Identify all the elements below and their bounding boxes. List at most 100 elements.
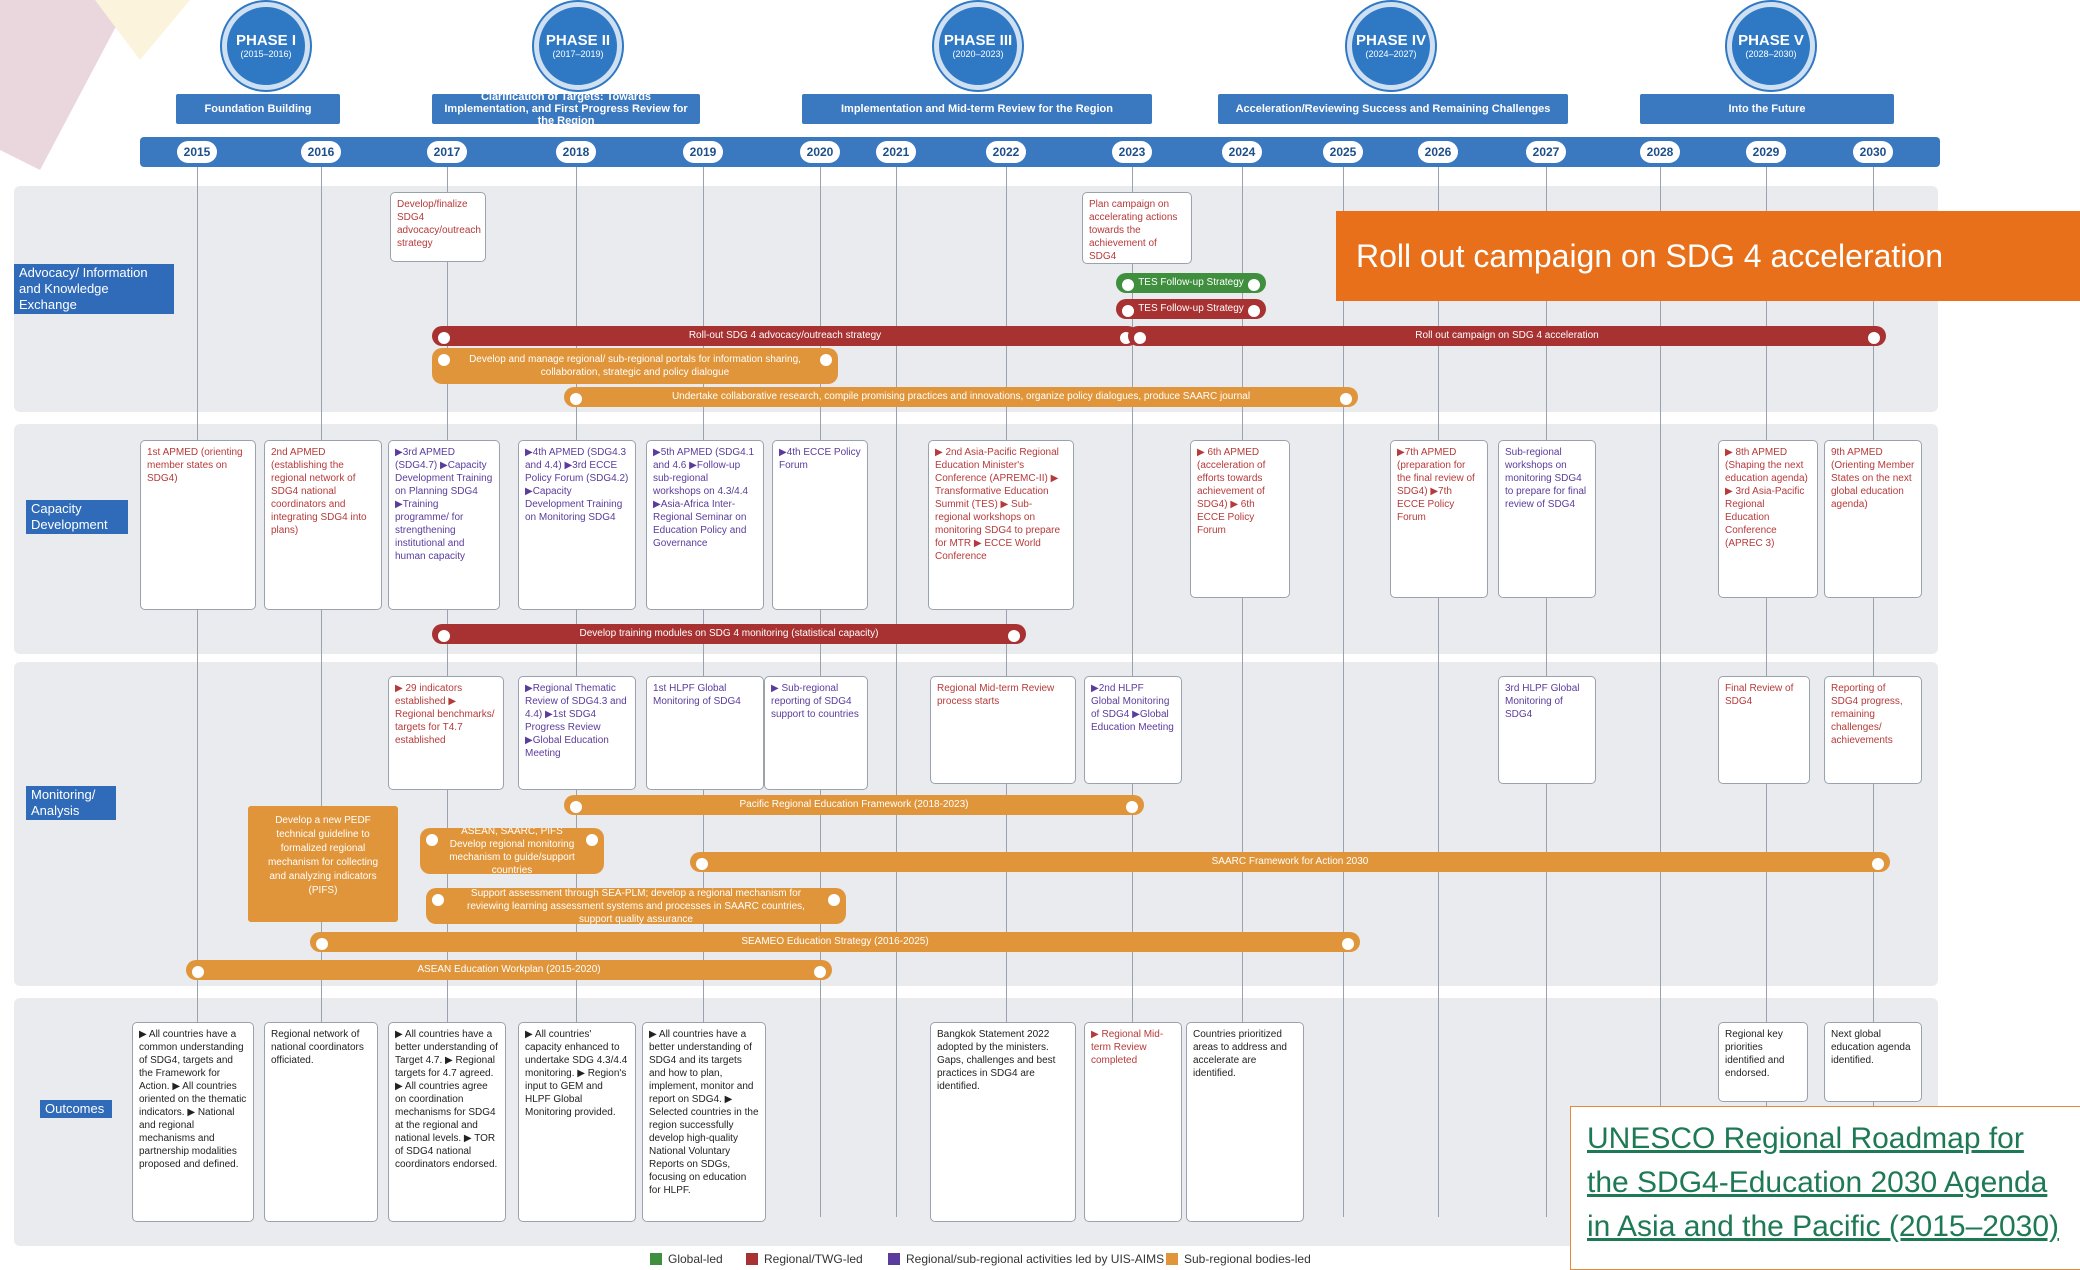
year-2025: 2025 bbox=[1323, 141, 1363, 163]
year-2016: 2016 bbox=[301, 141, 341, 163]
outcome-box-2030: Next global education agenda identified. bbox=[1824, 1022, 1922, 1102]
bar-saarc-framework: SAARC Framework for Action 2030 bbox=[690, 852, 1890, 872]
bar-endpoint-dot bbox=[430, 892, 446, 908]
bar-research: Undertake collaborative research, compil… bbox=[564, 387, 1358, 407]
outcome-box-2029: Regional key priorities identified and e… bbox=[1718, 1022, 1808, 1102]
monitoring-box-2022: Regional Mid-term Review process starts bbox=[930, 676, 1076, 784]
monitoring-box-2019: 1st HLPF Global Monitoring of SDG4 bbox=[646, 676, 764, 790]
year-2030: 2030 bbox=[1853, 141, 1893, 163]
legend-uis: Regional/sub-regional activities led by … bbox=[888, 1252, 1164, 1266]
phase-banner: Clarification of Targets: Towards Implem… bbox=[432, 91, 700, 127]
bar-endpoint-dot bbox=[568, 391, 584, 407]
year-2023: 2023 bbox=[1112, 141, 1152, 163]
year-2028: 2028 bbox=[1640, 141, 1680, 163]
advocacy-box-2023: Plan campaign on accelerating actions to… bbox=[1082, 192, 1192, 264]
bar-asean-workplan: ASEAN Education Workplan (2015-2020) bbox=[186, 960, 832, 980]
bar-endpoint-dot bbox=[190, 964, 206, 980]
legend-global: Global-led bbox=[650, 1252, 723, 1266]
phase-banner: Into the Future bbox=[1640, 94, 1894, 124]
bar-endpoint-dot bbox=[436, 330, 452, 346]
legend-regional: Regional/TWG-led bbox=[746, 1252, 863, 1266]
capacity-box-2026: ▶7th APMED (preparation for the final re… bbox=[1390, 440, 1488, 598]
monitoring-box-2018: ▶Regional Thematic Review of SDG4.3 and … bbox=[518, 676, 636, 790]
year-2022: 2022 bbox=[986, 141, 1026, 163]
capacity-box-2015: 1st APMED (orienting member states on SD… bbox=[140, 440, 256, 610]
year-2026: 2026 bbox=[1418, 141, 1458, 163]
year-2020: 2020 bbox=[800, 141, 840, 163]
bar-tes-followup-2: TES Follow-up Strategy bbox=[1116, 299, 1266, 319]
phase-banner: Foundation Building bbox=[176, 94, 340, 124]
bar-endpoint-dot bbox=[436, 628, 452, 644]
bar-pacific-framework: Pacific Regional Education Framework (20… bbox=[564, 795, 1144, 815]
row-label-monitoring: Monitoring/ Analysis bbox=[26, 786, 116, 820]
outcome-box-2022: Bangkok Statement 2022 adopted by the mi… bbox=[930, 1022, 1076, 1222]
bar-endpoint-dot bbox=[1870, 856, 1886, 872]
bar-portals: Develop and manage regional/ sub-regiona… bbox=[432, 348, 838, 384]
year-guide-2024 bbox=[1242, 167, 1243, 1217]
year-guide-2025 bbox=[1343, 167, 1344, 1217]
outcome-box-2018: ▶ All countries' capacity enhanced to un… bbox=[518, 1022, 636, 1222]
bar-seameo: SEAMEO Education Strategy (2016-2025) bbox=[310, 932, 1360, 952]
monitoring-box-2017: ▶ 29 indicators established ▶ Regional b… bbox=[388, 676, 504, 790]
bar-endpoint-dot bbox=[436, 352, 452, 368]
legend-subregional: Sub-regional bodies-led bbox=[1166, 1252, 1311, 1266]
capacity-box-2030: 9th APMED (Orienting Member States on th… bbox=[1824, 440, 1922, 598]
bar-asean-saarc-pifs: ASEAN, SAARC, PIFS Develop regional moni… bbox=[420, 828, 604, 874]
bar-endpoint-dot bbox=[584, 832, 600, 848]
bar-rollout-strategy: Roll-out SDG 4 advocacy/outreach strateg… bbox=[432, 326, 1138, 346]
year-guide-2028 bbox=[1660, 167, 1661, 1217]
row-label-outcomes: Outcomes bbox=[40, 1100, 112, 1118]
year-2029: 2029 bbox=[1746, 141, 1786, 163]
bar-endpoint-dot bbox=[1866, 330, 1882, 346]
bar-endpoint-dot bbox=[1120, 303, 1136, 319]
bar-endpoint-dot bbox=[1338, 391, 1354, 407]
capacity-box-2027: Sub-regional workshops on monitoring SDG… bbox=[1498, 440, 1596, 598]
capacity-box-2029: ▶ 8th APMED (Shaping the next education … bbox=[1718, 440, 1818, 598]
bar-endpoint-dot bbox=[424, 832, 440, 848]
year-2015: 2015 bbox=[177, 141, 217, 163]
year-guide-2016 bbox=[321, 167, 322, 1217]
monitoring-box-2030: Reporting of SDG4 progress, remaining ch… bbox=[1824, 676, 1922, 784]
capacity-box-2018: ▶4th APMED (SDG4.3 and 4.4) ▶3rd ECCE Po… bbox=[518, 440, 636, 610]
bar-sea-plm: Support assessment through SEA-PLM; deve… bbox=[426, 888, 846, 924]
row-label-advocacy: Advocacy/ Information and Knowledge Exch… bbox=[14, 264, 174, 314]
capacity-box-2017: ▶3rd APMED (SDG4.7) ▶Capacity Developmen… bbox=[388, 440, 500, 610]
advocacy-box-2017: Develop/finalize SDG4 advocacy/outreach … bbox=[390, 192, 486, 262]
year-guide-2015 bbox=[197, 167, 198, 1217]
monitoring-box-2023: ▶2nd HLPF Global Monitoring of SDG4 ▶Glo… bbox=[1084, 676, 1182, 784]
year-2018: 2018 bbox=[556, 141, 596, 163]
year-2024: 2024 bbox=[1222, 141, 1262, 163]
bar-endpoint-dot bbox=[1246, 277, 1262, 293]
year-2017: 2017 bbox=[427, 141, 467, 163]
bar-endpoint-dot bbox=[1246, 303, 1262, 319]
outcome-box-2017: ▶ All countries have a better understand… bbox=[388, 1022, 506, 1222]
bar-endpoint-dot bbox=[568, 799, 584, 815]
year-2027: 2027 bbox=[1526, 141, 1566, 163]
bar-endpoint-dot bbox=[826, 892, 842, 908]
bar-endpoint-dot bbox=[1120, 277, 1136, 293]
callout-campaign: Roll out campaign on SDG 4 acceleration bbox=[1336, 211, 2080, 301]
outcome-box-2024: Countries prioritized areas to address a… bbox=[1186, 1022, 1304, 1222]
phase-banner: Implementation and Mid-term Review for t… bbox=[802, 94, 1152, 124]
bar-training-modules: Develop training modules on SDG 4 monito… bbox=[432, 624, 1026, 644]
outcome-box-2023: ▶ Regional Mid-term Review completed bbox=[1084, 1022, 1182, 1222]
roadmap-link[interactable]: UNESCO Regional Roadmap for the SDG4-Edu… bbox=[1570, 1106, 2080, 1270]
outcome-box-2019: ▶ All countries have a better understand… bbox=[642, 1022, 766, 1222]
outcome-box-2016: Regional network of national coordinator… bbox=[264, 1022, 378, 1222]
capacity-box-2022: ▶ 2nd Asia-Pacific Regional Education Mi… bbox=[928, 440, 1074, 610]
outcome-box-2015: ▶ All countries have a common understand… bbox=[132, 1022, 254, 1222]
bar-endpoint-dot bbox=[1006, 628, 1022, 644]
bar-endpoint-dot bbox=[1340, 936, 1356, 952]
capacity-box-2019: ▶5th APMED (SDG4.1 and 4.6 ▶Follow-up su… bbox=[646, 440, 764, 610]
year-guide-2026 bbox=[1438, 167, 1439, 1217]
box-pedf-guideline: Develop a new PEDF technical guideline t… bbox=[248, 806, 398, 922]
bar-endpoint-dot bbox=[694, 856, 710, 872]
monitoring-box-2027: 3rd HLPF Global Monitoring of SDG4 bbox=[1498, 676, 1596, 784]
capacity-box-2016: 2nd APMED (establishing the regional net… bbox=[264, 440, 382, 610]
bar-endpoint-dot bbox=[812, 964, 828, 980]
capacity-box-2024: ▶ 6th APMED (acceleration of efforts tow… bbox=[1190, 440, 1290, 598]
bar-endpoint-dot bbox=[1132, 330, 1148, 346]
bar-campaign: Roll out campaign on SDG 4 acceleration bbox=[1128, 326, 1886, 346]
bar-endpoint-dot bbox=[314, 936, 330, 952]
year-guide-2021 bbox=[896, 167, 897, 1217]
